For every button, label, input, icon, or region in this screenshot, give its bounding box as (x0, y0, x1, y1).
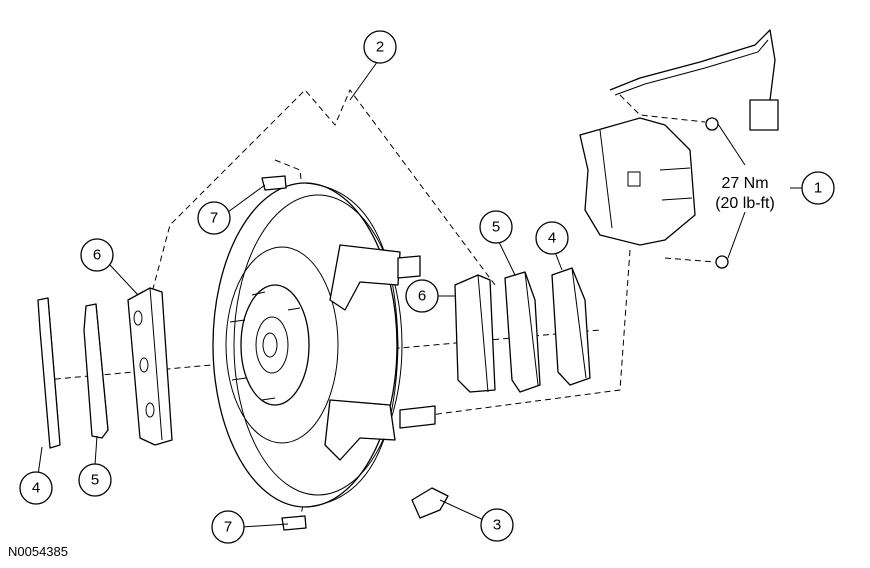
reference-code: N0054385 (8, 544, 68, 559)
callout-5-right: 5 (479, 210, 513, 244)
svg-text:6: 6 (418, 288, 426, 305)
svg-text:5: 5 (492, 219, 500, 236)
inner-brake-pad-right (454, 274, 496, 393)
callout-3: 3 (480, 508, 514, 542)
caliper-anchor-bracket (324, 244, 436, 461)
outer-brake-pad-left (37, 297, 61, 449)
brake-hose (609, 29, 779, 131)
svg-text:5: 5 (91, 472, 99, 489)
callout-5-left: 5 (78, 463, 112, 497)
torque-lbft: (20 lb-ft) (715, 195, 775, 212)
svg-text:1: 1 (814, 180, 822, 197)
callout-6-left: 6 (80, 238, 114, 272)
anti-rattle-clip-top (261, 175, 287, 191)
outer-brake-pad-right (551, 267, 591, 386)
callout-7-bottom: 7 (211, 510, 245, 544)
svg-text:2: 2 (376, 39, 384, 56)
anti-rattle-clip-bottom (281, 515, 307, 531)
callout-6-right: 6 (405, 279, 439, 313)
svg-text:7: 7 (224, 519, 232, 536)
inner-brake-pad-left (127, 287, 173, 446)
callout-7-top: 7 (197, 201, 231, 235)
pad-shim-right (504, 271, 541, 393)
torque-nm: 27 Nm (721, 175, 768, 192)
caliper-clip (411, 487, 449, 519)
brake-rotor (212, 182, 403, 508)
brake-caliper (579, 117, 696, 246)
callout-2: 2 (363, 30, 397, 64)
leader-lines (37, 57, 802, 528)
torque-specification: 27 Nm (20 lb-ft) (715, 175, 775, 212)
pad-shim-left (83, 303, 109, 439)
callout-1: 1 (801, 171, 835, 205)
svg-text:3: 3 (493, 517, 501, 534)
callout-4-right: 4 (535, 221, 569, 255)
svg-text:6: 6 (93, 247, 101, 264)
caliper-bolts (705, 117, 729, 269)
svg-text:4: 4 (32, 480, 40, 497)
svg-text:7: 7 (210, 210, 218, 227)
callout-4-left: 4 (19, 471, 53, 505)
svg-text:4: 4 (548, 230, 556, 247)
